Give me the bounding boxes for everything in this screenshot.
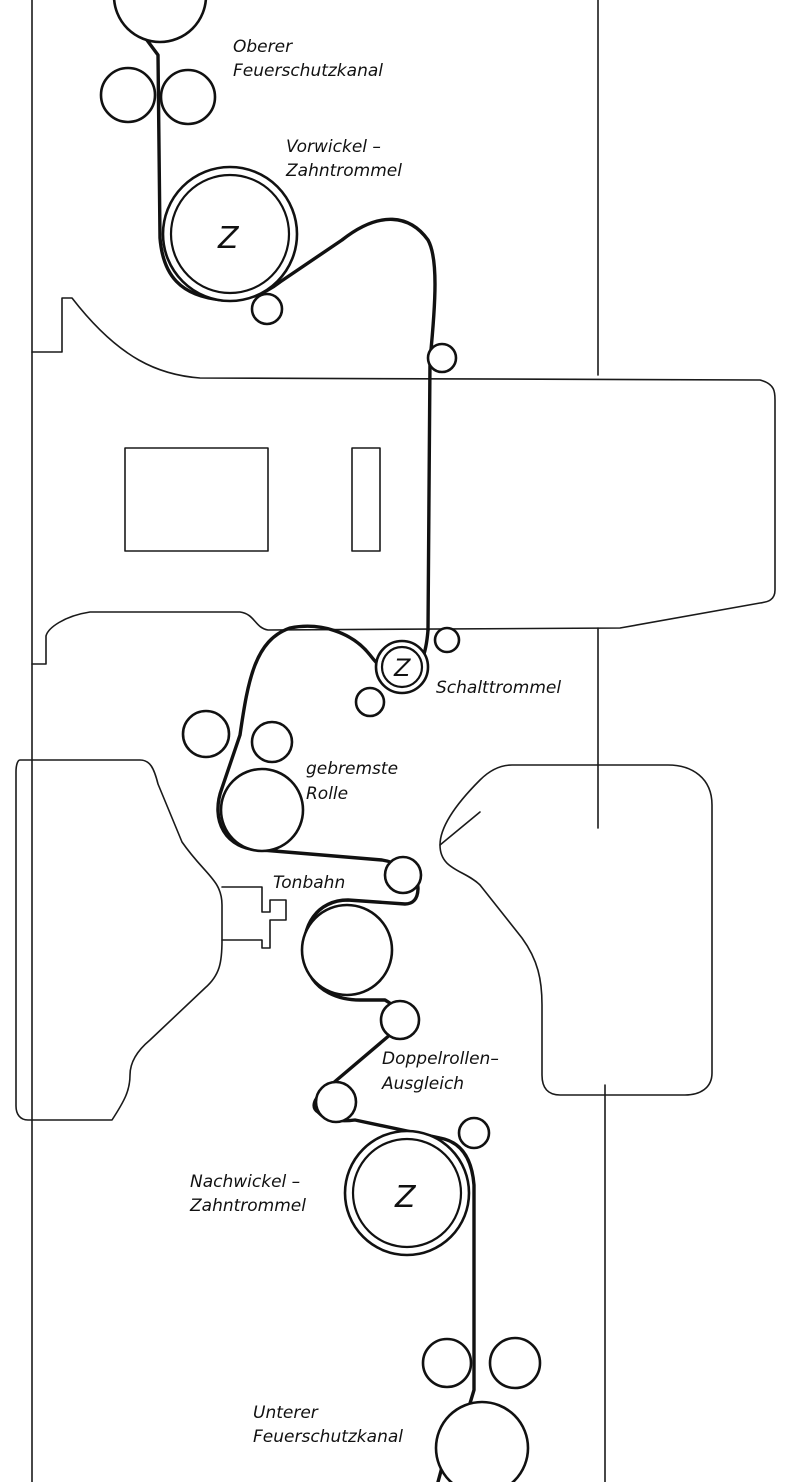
head-entry-roller <box>426 342 458 374</box>
feed-sprocket-label-2: Zahntrommel <box>285 161 402 181</box>
intermittent-sprocket-mark: Z <box>393 654 411 682</box>
lower-channel-left-roller <box>421 1337 473 1389</box>
intermittent-sprocket-label: Schalttrommel <box>436 678 561 698</box>
component-labels: Oberer Feuerschutzkanal Vorwickel – Zahn… <box>189 37 561 1447</box>
double-roller-compensator <box>314 1080 358 1124</box>
film-strip-upper <box>136 26 437 632</box>
rollers <box>99 0 542 1482</box>
double-roller-label-2: Ausgleich <box>381 1074 464 1094</box>
feed-sprocket-pressure-roller <box>250 292 284 326</box>
exciter-lamp-fitting <box>221 886 287 949</box>
aperture-slot <box>351 447 381 552</box>
sound-drum-guide-lower <box>379 999 421 1041</box>
lower-channel-bottom-roller <box>434 1400 530 1482</box>
lower-fire-channel-label-2: Feuerschutzkanal <box>253 1427 403 1447</box>
sound-optics-housing <box>439 764 713 1096</box>
takeup-sprocket-drum-inner <box>351 1137 463 1249</box>
double-roller-label-1: Doppelrollen– <box>382 1049 499 1069</box>
intermittent-guide-roller-left <box>354 686 386 718</box>
lower-fire-channel-label-1: Unterer <box>253 1403 319 1423</box>
aperture-gate-window <box>124 447 269 552</box>
upper-channel-left-roller <box>99 66 157 124</box>
takeup-sprocket-label-2: Zahntrommel <box>189 1196 306 1216</box>
sprocket-marks: Z Z Z <box>217 221 417 1215</box>
feed-sprocket-drum-inner <box>169 173 291 295</box>
upper-channel-right-roller <box>159 68 217 126</box>
braked-roller-label-2: Rolle <box>306 784 348 804</box>
takeup-sprocket-mark: Z <box>394 1180 417 1215</box>
braked-roller-upper-right <box>250 720 294 764</box>
intermittent-guide-roller-right <box>433 626 461 654</box>
sound-lamp-housing <box>15 759 223 1121</box>
upper-channel-top-roller <box>112 0 208 44</box>
takeup-sprocket-pressure-roller <box>457 1116 491 1150</box>
housing-outlines <box>15 0 776 1482</box>
takeup-sprocket-label-1: Nachwickel – <box>190 1172 300 1192</box>
intermittent-sprocket-drum-inner <box>380 645 424 689</box>
feed-sprocket-label-1: Vorwickel – <box>286 137 381 157</box>
sound-drum-guide-upper <box>383 855 423 895</box>
braked-roller-upper-left <box>181 709 231 759</box>
braked-roller <box>219 767 305 853</box>
upper-fire-channel-label-1: Oberer <box>233 37 293 57</box>
sound-drum <box>300 903 394 997</box>
feed-sprocket-mark: Z <box>217 221 240 256</box>
sound-drum-recess <box>439 811 481 846</box>
upper-fire-channel-label-2: Feuerschutzkanal <box>233 61 383 81</box>
projector-head-housing <box>31 297 776 665</box>
lower-channel-right-roller <box>488 1336 542 1390</box>
braked-roller-label-1: gebremste <box>306 759 398 779</box>
sound-drum-label: Tonbahn <box>273 873 345 893</box>
